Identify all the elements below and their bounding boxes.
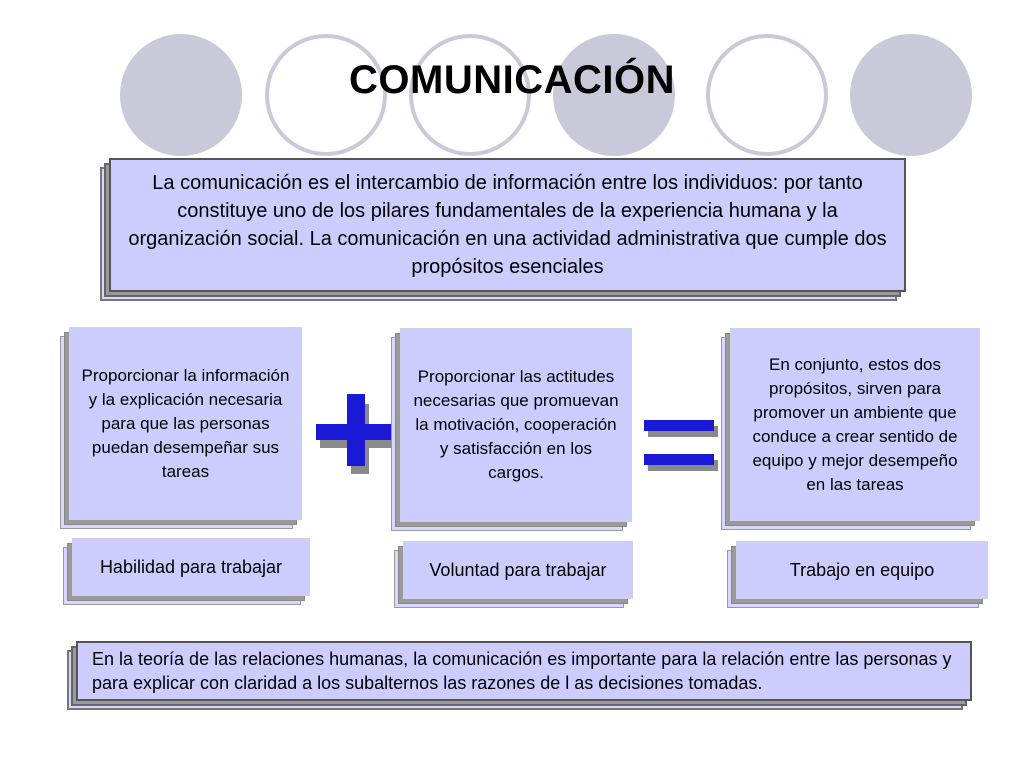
result-label-1: Habilidad para trabajar (72, 538, 310, 596)
decor-circle-3 (409, 34, 531, 156)
result-label-3: Trabajo en equipo (736, 541, 988, 599)
result-label-box-2: Voluntad para trabajar (394, 541, 633, 608)
result-label-box-1: Habilidad para trabajar (63, 538, 310, 605)
decor-circle-2 (265, 34, 387, 156)
purpose-text-2: Proporcionar las actitudes necesarias qu… (400, 328, 632, 522)
footer-box: En la teoría de las relaciones humanas, … (67, 641, 972, 710)
decor-circle-6 (850, 34, 972, 156)
plus-icon (314, 392, 396, 474)
result-label-box-3: Trabajo en equipo (727, 541, 988, 608)
intro-text: La comunicación es el intercambio de inf… (109, 158, 906, 292)
intro-box: La comunicación es el intercambio de inf… (100, 158, 906, 301)
purpose-text-1: Proporcionar la información y la explica… (69, 327, 302, 520)
page-title: COMUNICACIÓN (349, 58, 675, 102)
decor-circle-1 (120, 34, 242, 156)
footer-text: En la teoría de las relaciones humanas, … (76, 641, 972, 701)
purpose-text-3: En conjunto, estos dos propósitos, sirve… (730, 328, 980, 521)
decor-circle-4 (553, 34, 675, 156)
purpose-box-3: En conjunto, estos dos propósitos, sirve… (721, 328, 980, 530)
decor-circle-5 (706, 34, 828, 156)
purpose-box-1: Proporcionar la información y la explica… (60, 327, 302, 529)
result-label-2: Voluntad para trabajar (403, 541, 633, 599)
equals-icon (642, 418, 720, 472)
purpose-box-2: Proporcionar las actitudes necesarias qu… (391, 328, 632, 531)
